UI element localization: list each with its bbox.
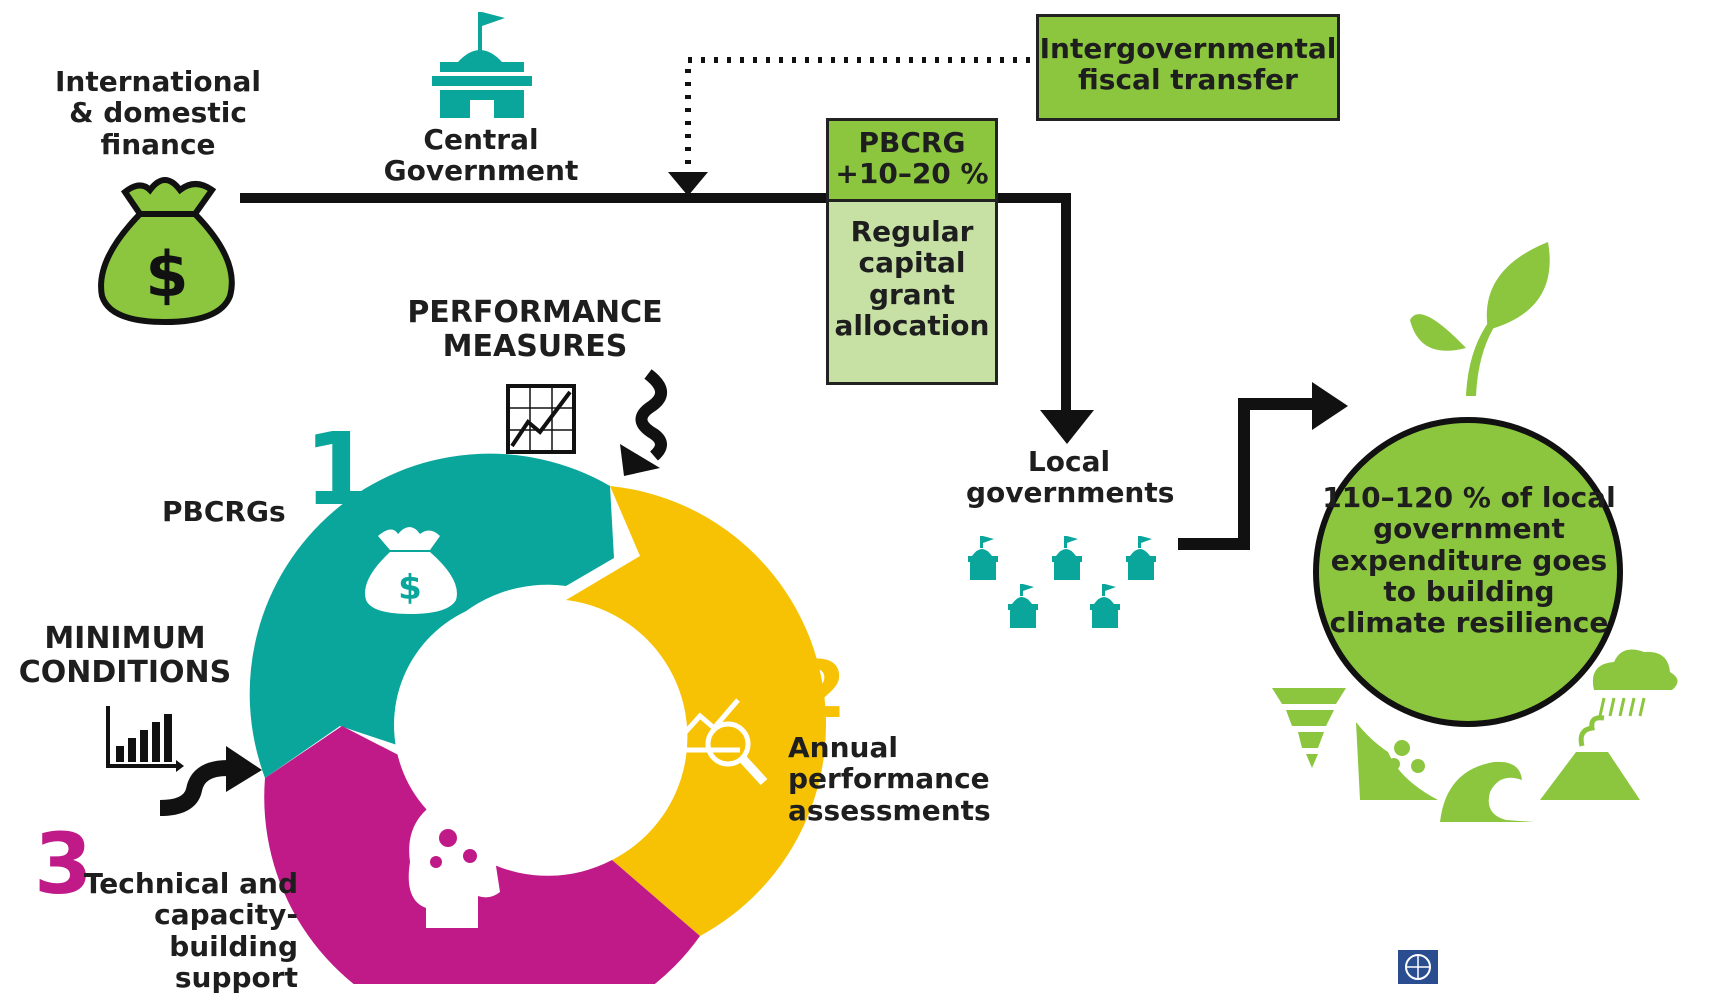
un-emblem-icon — [1398, 950, 1438, 984]
step-1-number: 1 — [304, 411, 374, 528]
bar-chart-icon — [106, 706, 184, 772]
landslide-icon — [1356, 722, 1438, 800]
squiggle-arrow-left-head — [226, 746, 262, 792]
flow-to-outcome — [1178, 398, 1315, 550]
rain-cloud-icon — [1592, 649, 1678, 717]
minimum-conditions-label: MINIMUM CONDITIONS — [18, 621, 232, 690]
pbcrg-line1: PBCRG — [858, 126, 966, 159]
step-1-label: PBCRGs — [162, 495, 286, 528]
local-governments-label: Local governments — [966, 445, 1175, 510]
transfer-box: Intergovernmental fiscal transfer — [1036, 14, 1340, 121]
step-3-label: Technical and capacity-building support — [83, 867, 298, 994]
cycle-segment-2 — [566, 486, 827, 936]
finance-label: International & domestic finance — [54, 65, 261, 161]
arrow-down-local-icon — [1040, 410, 1094, 444]
step-2-number: 2 — [792, 646, 847, 736]
squiggle-arrow-top-head — [620, 444, 660, 476]
pbcrg-box: PBCRG +10–20 % — [826, 118, 998, 202]
step-2-label: Annual performance assessments — [788, 731, 991, 827]
volcano-icon — [1540, 715, 1640, 800]
chart-trend-icon — [506, 384, 576, 454]
local-government-buildings-icon — [968, 536, 1156, 628]
svg-text:$: $ — [145, 238, 188, 311]
arrow-right-outcome-icon — [1312, 382, 1348, 430]
cycle-segment-3 — [264, 726, 700, 984]
dotted-transfer-line — [685, 57, 1030, 172]
cycle-ring — [249, 453, 827, 984]
outcome-circle — [1313, 417, 1623, 727]
cycle-segment-1 — [249, 453, 614, 778]
wave-icon — [1440, 761, 1534, 822]
svg-text:$: $ — [398, 568, 422, 608]
magnifier-chart-icon — [673, 698, 768, 786]
government-building-icon — [432, 12, 532, 118]
head-gears-icon — [408, 795, 506, 928]
central-government-label: Central Government — [383, 123, 579, 188]
squiggle-arrow-top-icon — [635, 369, 667, 461]
performance-measures-label: PERFORMANCE MEASURES — [407, 295, 663, 364]
squiggle-arrow-left-icon — [159, 760, 229, 816]
sprout-icon — [1410, 242, 1550, 396]
tornado-icon — [1272, 688, 1346, 768]
pbcrg-line2: +10–20 % — [835, 157, 989, 191]
flow-down-to-local — [1061, 193, 1071, 412]
outcome-label: 110–120 % of local government expenditur… — [1322, 481, 1616, 640]
arrow-down-dotted-icon — [668, 172, 708, 196]
step-3-number: 3 — [34, 815, 93, 913]
money-bag-icon: $ — [98, 177, 235, 326]
regular-grant-box: Regular capital grant allocation — [826, 199, 998, 385]
money-bag-small-icon: $ — [365, 527, 457, 614]
